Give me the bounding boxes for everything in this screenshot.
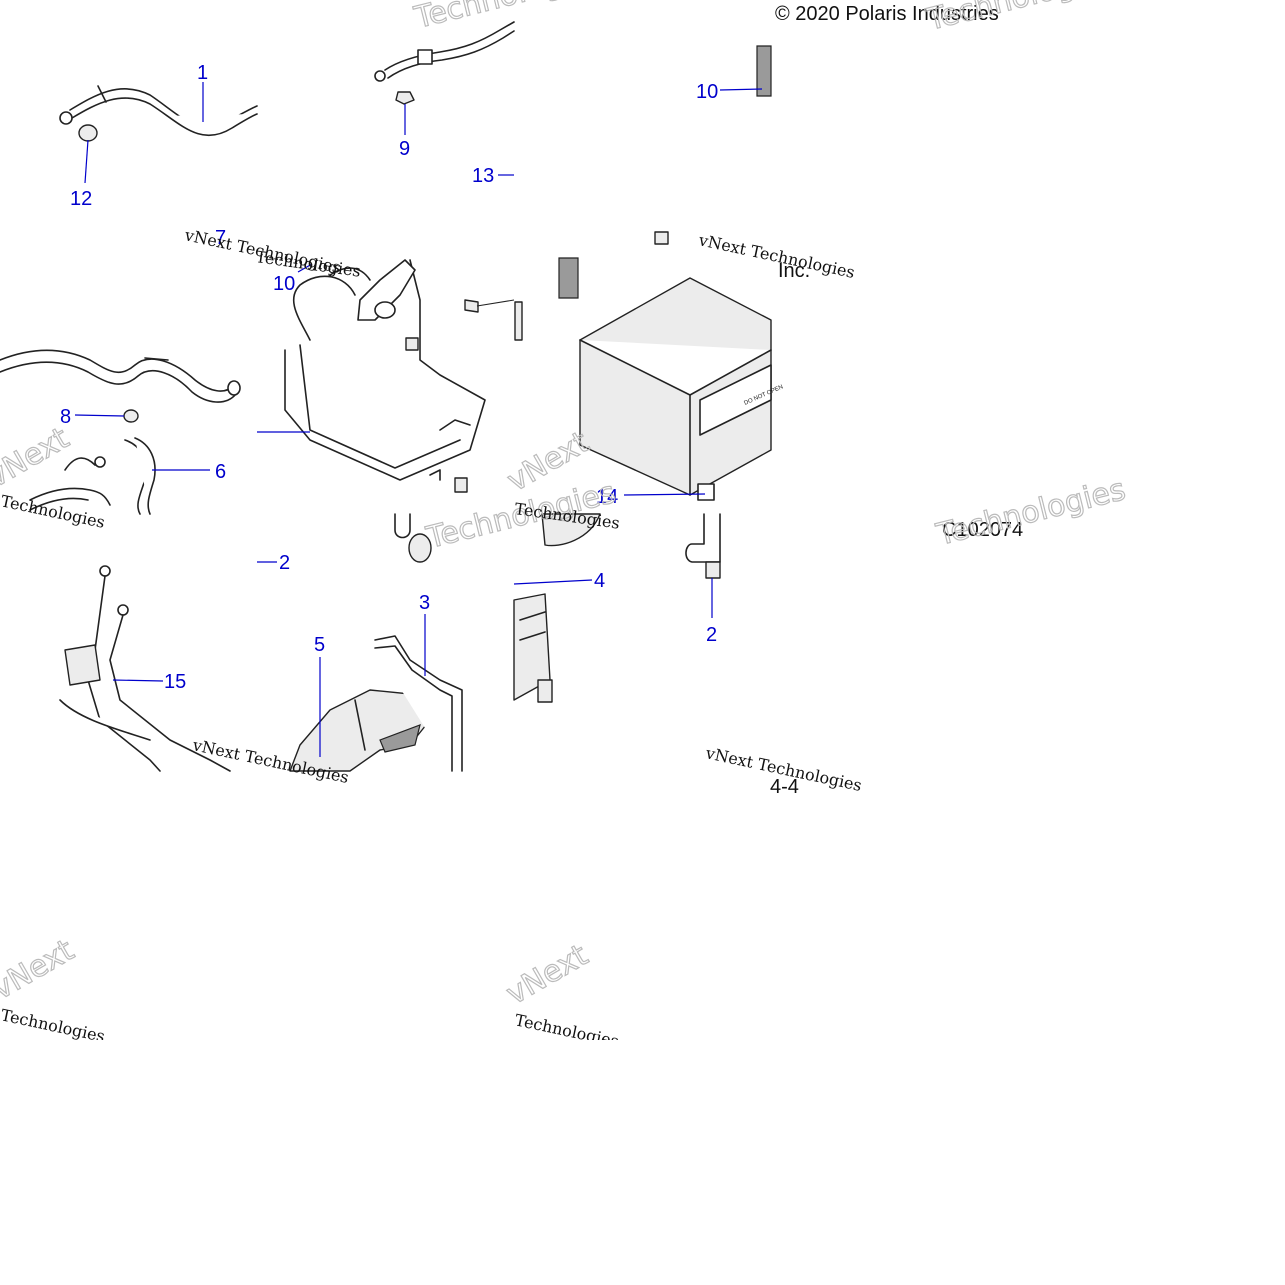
watermark-vnext-3: vNext bbox=[0, 933, 80, 1007]
watermark-technologies-2: Technologies bbox=[922, 0, 1118, 38]
bracket-part-2 bbox=[685, 513, 721, 579]
callout-12: 12 bbox=[70, 188, 92, 210]
leader-11 bbox=[719, 88, 763, 91]
battery-part: DO NOT OPEN bbox=[514, 231, 784, 501]
watermark-technologies-4: Technologies bbox=[932, 472, 1128, 553]
callout-7: 7 bbox=[215, 227, 226, 249]
callout-5: 5 bbox=[314, 634, 325, 656]
battery-pad-part bbox=[756, 45, 772, 97]
leader-10 bbox=[297, 263, 313, 273]
leader-14 bbox=[623, 493, 706, 496]
positive-cable-part bbox=[374, 21, 515, 105]
fuse-holder-part bbox=[394, 513, 432, 563]
callout-11: 10 bbox=[696, 81, 718, 103]
callout-15: 15 bbox=[164, 671, 186, 693]
ground-cable-part-1 bbox=[59, 85, 258, 142]
battery-lower-part bbox=[513, 513, 601, 703]
callout-2b: 2 bbox=[706, 624, 717, 646]
callout-3: 3 bbox=[419, 592, 430, 614]
wiring-harness-part-15 bbox=[59, 565, 231, 772]
callout-6: 6 bbox=[215, 461, 226, 483]
watermark-line-2: vNext Technologies bbox=[696, 230, 856, 282]
watermark-technologies-8: Technologies bbox=[0, 1005, 107, 1046]
battery-cable-part-6 bbox=[0, 349, 241, 515]
watermark-technologies-1: Technologies bbox=[410, 0, 606, 36]
leader-12 bbox=[84, 139, 89, 184]
copyright-suffix: Inc. bbox=[778, 260, 810, 282]
leader-15 bbox=[112, 679, 164, 682]
callout-13: 13 bbox=[472, 165, 494, 187]
watermark-vnext-1: vNext bbox=[0, 421, 75, 495]
leader-8 bbox=[74, 414, 125, 417]
callout-1: 1 bbox=[197, 62, 208, 84]
callout-4: 4 bbox=[594, 570, 605, 592]
callout-14: 14 bbox=[596, 486, 618, 508]
callout-8: 8 bbox=[60, 406, 71, 428]
watermark-vnext-4: vNext bbox=[501, 938, 595, 1012]
callout-10: 10 bbox=[273, 273, 295, 295]
diagram-id: C102074 bbox=[942, 519, 1023, 541]
battery-box-bracket bbox=[284, 259, 515, 493]
fragment-label: 4-4 bbox=[770, 776, 799, 798]
callout-9: 9 bbox=[399, 138, 410, 160]
bracket-part-3 bbox=[374, 635, 463, 772]
copyright-text: © 2020 Polaris Industries bbox=[775, 3, 999, 25]
blank-area bbox=[0, 1040, 1285, 1285]
leader-4 bbox=[513, 579, 593, 585]
callout-2a: 2 bbox=[279, 552, 290, 574]
